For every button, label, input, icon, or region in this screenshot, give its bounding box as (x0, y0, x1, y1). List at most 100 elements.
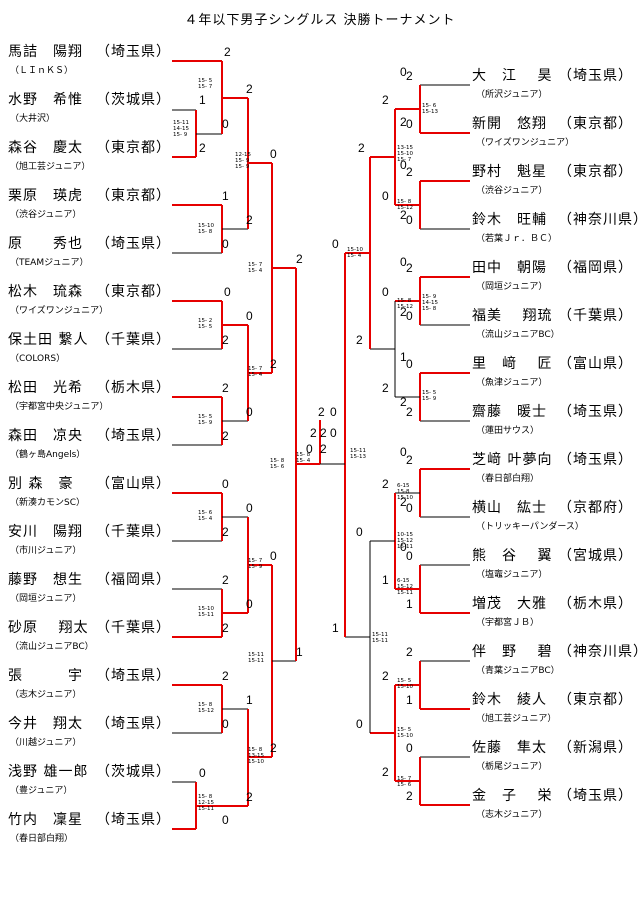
win-count-label: 2 (382, 381, 389, 395)
win-count-label: 1 (382, 573, 389, 587)
left-player-prefecture: （東京都） (96, 188, 171, 204)
left-player-name: 浅野 雄一郎 (8, 764, 89, 780)
win-count-label: 2 (400, 395, 407, 409)
left-player-name: 今井 翔太 (8, 716, 83, 732)
win-count-label: 0 (222, 717, 229, 731)
left-player-name: 水野 希惟 (8, 92, 83, 108)
right-player-name: 齋藤 暖士 (472, 404, 547, 420)
game-score-label: 6-15 15-12 15-11 (397, 578, 413, 597)
left-player-prefecture: （埼玉県） (96, 812, 171, 828)
right-player-name: 新開 悠翔 (472, 116, 547, 132)
right-player-club: （志木ジュニア） (476, 810, 548, 820)
game-score-label: 15-10 15-11 (198, 606, 214, 619)
game-score-label: 15- 9 14-15 15- 8 (422, 294, 438, 313)
left-player-name: 原 秀也 (8, 236, 83, 252)
right-player-prefecture: （埼玉県） (558, 452, 633, 468)
right-player-name: 佐藤 隼太 (472, 740, 547, 756)
win-count-label: 0 (246, 501, 253, 515)
left-player-name: 藤野 想生 (8, 572, 83, 588)
win-count-label: 0 (406, 117, 413, 131)
win-count-label: 0 (246, 597, 253, 611)
right-player-prefecture: （神奈川県） (558, 212, 640, 228)
win-count-label: 0 (406, 741, 413, 755)
left-player-prefecture: （茨城県） (96, 92, 171, 108)
win-count-label: 0 (224, 285, 231, 299)
game-score-label: 15-11 15-11 (248, 652, 264, 665)
left-player-prefecture: （福岡県） (96, 572, 171, 588)
win-count-label: 1 (222, 189, 229, 203)
game-score-label: 15- 7 15- 4 (248, 366, 263, 379)
game-score-label: 10-15 15-12 15-11 (397, 532, 413, 551)
game-score-label: 15-10 15- 4 (347, 247, 363, 260)
win-count-label: 2 (222, 669, 229, 683)
game-score-label: 15- 8 13-15 15-10 (248, 747, 264, 766)
left-player-club: （鶴ヶ島Angels） (10, 450, 86, 460)
right-player-prefecture: （栃木県） (558, 596, 633, 612)
left-player-name: 砂原 翔太 (8, 620, 89, 636)
left-player-club: （大井沢） (10, 114, 56, 124)
win-count-label: 0 (356, 525, 363, 539)
right-player-prefecture: （埼玉県） (558, 788, 633, 804)
left-player-prefecture: （埼玉県） (96, 716, 171, 732)
right-player-club: （蓮田サウス） (476, 426, 540, 436)
left-player-name: 馬詰 陽翔 (8, 44, 83, 60)
left-player-club: （豊ジュニア） (10, 786, 73, 796)
left-player-prefecture: （埼玉県） (96, 44, 171, 60)
win-count-label: 2 (400, 115, 407, 129)
right-player-name: 芝﨑 叶夢向 (472, 452, 553, 468)
win-count-label: 2 (406, 261, 413, 275)
win-count-label: 1 (296, 645, 303, 659)
win-count-label: 2 (270, 741, 277, 755)
win-count-label: 0 (270, 549, 277, 563)
win-count-label: 2 (406, 453, 413, 467)
win-count-label: 2 (382, 477, 389, 491)
right-player-club: （塩竈ジュニア） (476, 570, 548, 580)
game-score-label: 15- 8 15-12 (397, 199, 413, 212)
right-player-prefecture: （千葉県） (558, 308, 633, 324)
win-count-label: 0 (406, 309, 413, 323)
win-count-label: 1 (400, 350, 407, 364)
win-count-label: 0 (382, 285, 389, 299)
win-count-label: 0 (222, 117, 229, 131)
right-player-name: 鈴木 旺輔 (472, 212, 547, 228)
win-count-label: 2 (199, 141, 206, 155)
win-count-label: 0 (406, 549, 413, 563)
left-player-prefecture: （東京都） (96, 284, 171, 300)
left-player-club: （渋谷ジュニア） (10, 210, 82, 220)
left-player-name: 松田 光希 (8, 380, 83, 396)
right-player-club: （栃尾ジュニア） (476, 762, 548, 772)
left-player-prefecture: （茨城県） (96, 764, 171, 780)
right-player-prefecture: （東京都） (558, 692, 633, 708)
left-player-club: （旭工芸ジュニア） (10, 162, 91, 172)
win-count-label: 0 (246, 309, 253, 323)
win-count-label: 0 (382, 189, 389, 203)
left-player-club: （TEAMジュニア） (10, 258, 89, 268)
right-player-name: 鈴木 綾人 (472, 692, 547, 708)
right-player-club: （春日部白翔） (476, 474, 540, 484)
left-player-prefecture: （埼玉県） (96, 236, 171, 252)
win-count-label: 2 (296, 252, 303, 266)
win-count-label: 0 (400, 540, 407, 554)
win-count-label: 2 (224, 45, 231, 59)
win-count-label: 0 (222, 477, 229, 491)
win-count-label: 2 (382, 765, 389, 779)
left-player-prefecture: （千葉県） (96, 620, 171, 636)
win-count-label: 1 (406, 693, 413, 707)
game-score-label: 15- 5 15-10 (397, 727, 413, 740)
left-player-club: （志木ジュニア） (10, 690, 82, 700)
right-player-name: 野村 魁星 (472, 164, 547, 180)
right-player-name: 熊 谷 翼 (472, 548, 553, 564)
right-player-name: 大 江 昊 (472, 68, 553, 84)
right-player-name: 伴 野 碧 (472, 644, 553, 660)
win-count-label: 2 (400, 208, 407, 222)
right-player-club: （ワイズワンジュニア） (476, 138, 575, 148)
left-player-prefecture: （東京都） (96, 140, 171, 156)
win-count-label: 2 (246, 213, 253, 227)
game-score-label: 15-11 15-13 (350, 448, 366, 461)
game-score-label: 15- 8 15- 6 (270, 458, 285, 471)
win-count-label: 2 (382, 93, 389, 107)
win-count-label: 2 (400, 495, 407, 509)
win-count-label: 0 (400, 445, 407, 459)
win-count-label: 0 (330, 405, 337, 419)
